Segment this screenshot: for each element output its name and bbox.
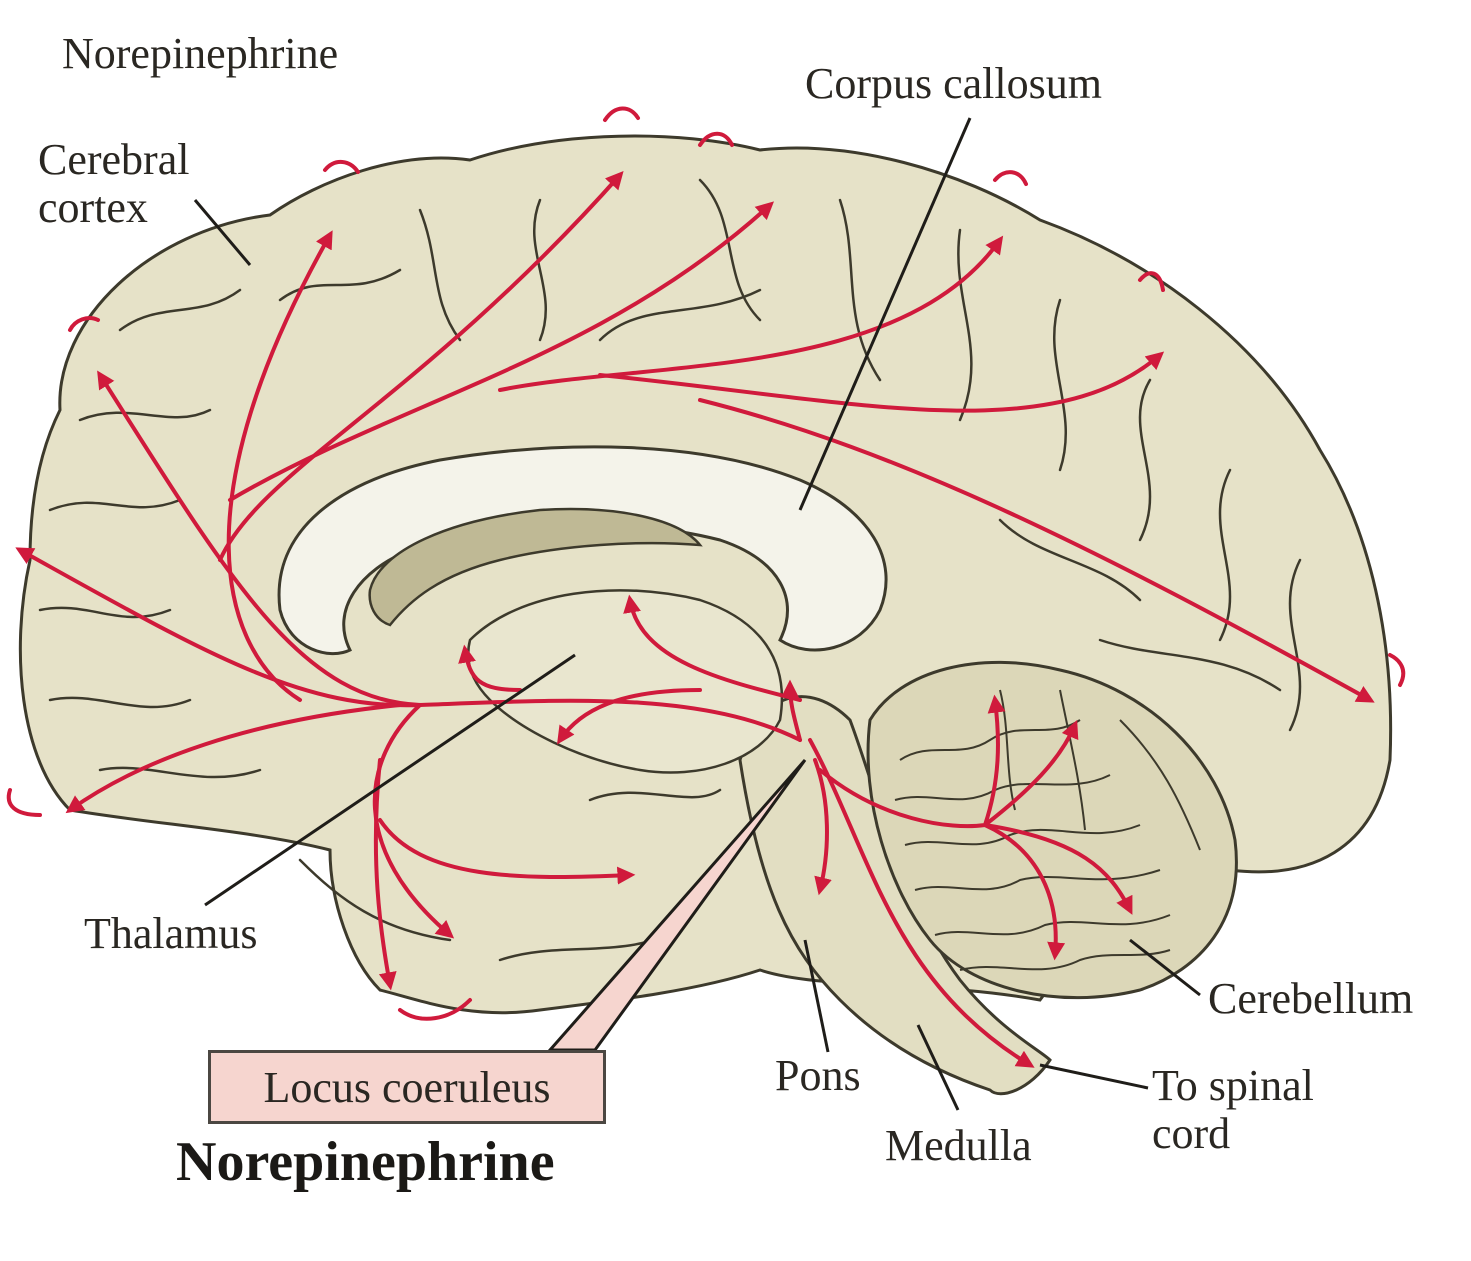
pathway-temporal-2 — [373, 758, 397, 991]
corpus-callosum-shape — [277, 445, 888, 656]
leader-spinal-cord — [1039, 1063, 1149, 1090]
leader-pons — [803, 939, 830, 1053]
pathway-thalamic-up — [623, 594, 802, 702]
leader-cerebellum — [1129, 938, 1201, 997]
pathway-dorsal-bundle — [228, 201, 774, 502]
pathway-spinal — [808, 738, 1035, 1068]
pathway-frontal-upper — [226, 230, 333, 702]
pathway-cerebellar-3 — [983, 823, 1066, 961]
pathway-occipital-pole — [698, 398, 1375, 703]
cortex-exit-arrows — [6, 106, 1406, 1021]
pathway-cerebellar-2 — [983, 720, 1079, 827]
leader-cerebral-cortex — [193, 199, 252, 266]
pathway-orbital — [65, 703, 402, 814]
label-cerebellum: Cerebellum — [1208, 974, 1414, 1023]
pathway-occipital — [598, 351, 1165, 413]
sulci — [38, 178, 1302, 962]
ventricle — [368, 507, 703, 627]
brainstem — [738, 695, 1052, 1096]
label-norepinephrine-top: Norepinephrine — [62, 29, 339, 78]
pathways — [15, 170, 1375, 1068]
leader-medulla — [916, 1024, 960, 1111]
pathway-brainstem-up — [781, 679, 802, 742]
pathway-cerebellar-4 — [983, 823, 1133, 915]
label-locus-coeruleus: Locus coeruleus — [208, 1050, 606, 1124]
leader-corpus-callosum — [798, 117, 972, 511]
leader-thalamus — [204, 653, 576, 907]
pathway-hypothalamus — [557, 688, 702, 745]
pathway-cingulum — [218, 170, 624, 562]
label-corpus-callosum: Corpus callosum — [805, 59, 1102, 108]
pathway-fornix — [458, 644, 522, 692]
label-norepinephrine-bottom: Norepinephrine — [176, 1131, 555, 1193]
pathway-brainstem-down — [813, 758, 832, 896]
label-medulla: Medulla — [885, 1121, 1032, 1170]
label-cerebral-cortex: Cerebral cortex — [38, 135, 190, 232]
pathway-temporal-3 — [378, 818, 636, 885]
label-thalamus: Thalamus — [84, 909, 258, 958]
pathway-frontal-pole — [97, 370, 422, 707]
thalamus-shape — [466, 589, 784, 774]
label-spinal-cord: To spinal cord — [1152, 1061, 1314, 1158]
pathway-dorsal-posterior — [498, 235, 1004, 392]
label-pons: Pons — [775, 1051, 861, 1100]
